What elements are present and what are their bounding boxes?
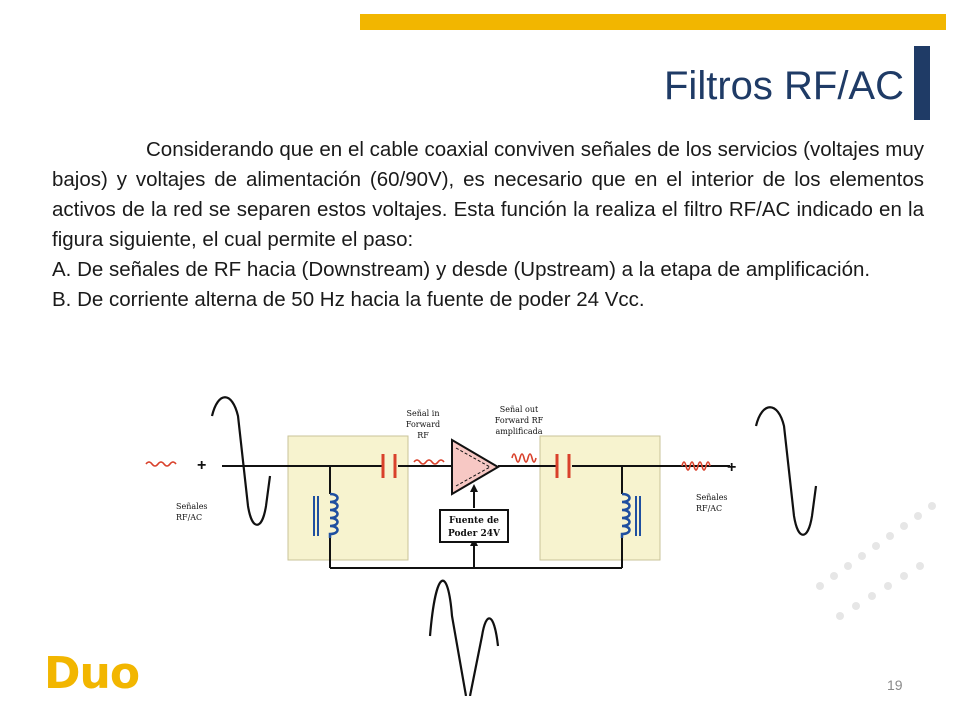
waveform-right bbox=[754, 406, 818, 536]
list-item-a: A. De señales de RF hacia (Downstream) y… bbox=[52, 258, 871, 281]
label-signal-in-1: Señal in bbox=[407, 409, 440, 418]
decorative-dots bbox=[816, 502, 936, 620]
inductor-left-icon bbox=[328, 492, 339, 538]
label-left-1: Señales bbox=[176, 502, 208, 511]
filter-box-left bbox=[287, 435, 409, 561]
slide-body: Considerando que en el cable coaxial con… bbox=[52, 135, 924, 315]
label-signal-out-3: amplificada bbox=[495, 427, 542, 436]
waveform-bottom bbox=[428, 579, 500, 696]
power-label-1: Fuente de bbox=[449, 516, 499, 526]
title-accent-bar bbox=[914, 46, 930, 120]
amplifier-icon bbox=[451, 438, 500, 496]
label-signal-in-3: RF bbox=[417, 431, 429, 440]
label-signal-out-1: Señal out bbox=[500, 405, 539, 414]
inductor-right-icon bbox=[620, 492, 631, 538]
signal-squiggle-out bbox=[511, 453, 537, 463]
label-right-1: Señales bbox=[696, 493, 728, 502]
plus-left: + bbox=[197, 457, 206, 474]
top-accent-bar bbox=[360, 14, 946, 30]
duo-logo: Duo bbox=[44, 648, 140, 699]
intro-paragraph: Considerando que en el cable coaxial con… bbox=[52, 138, 924, 251]
signal-squiggle-left bbox=[145, 461, 177, 467]
page-number: 19 bbox=[887, 677, 903, 693]
plus-right: + bbox=[727, 459, 736, 476]
label-signal-in-2: Forward bbox=[406, 420, 440, 429]
rf-ac-filter-diagram: Fuente de Poder 24V + + Señal in Forward… bbox=[145, 396, 936, 696]
capacitor-right-icon bbox=[555, 454, 571, 478]
waveform-left bbox=[210, 396, 272, 526]
capacitor-left-icon bbox=[381, 454, 397, 478]
label-left-2: RF/AC bbox=[176, 513, 202, 522]
label-right-2: RF/AC bbox=[696, 504, 722, 513]
list-item-b: B. De corriente alterna de 50 Hz hacia l… bbox=[52, 288, 645, 311]
power-label-2: Poder 24V bbox=[448, 529, 501, 539]
label-signal-out-2: Forward RF bbox=[495, 416, 544, 425]
power-supply-box bbox=[439, 509, 509, 543]
signal-squiggle-right bbox=[681, 461, 711, 471]
signal-squiggle-in bbox=[413, 459, 445, 465]
slide-title: Filtros RF/AC bbox=[664, 64, 904, 108]
